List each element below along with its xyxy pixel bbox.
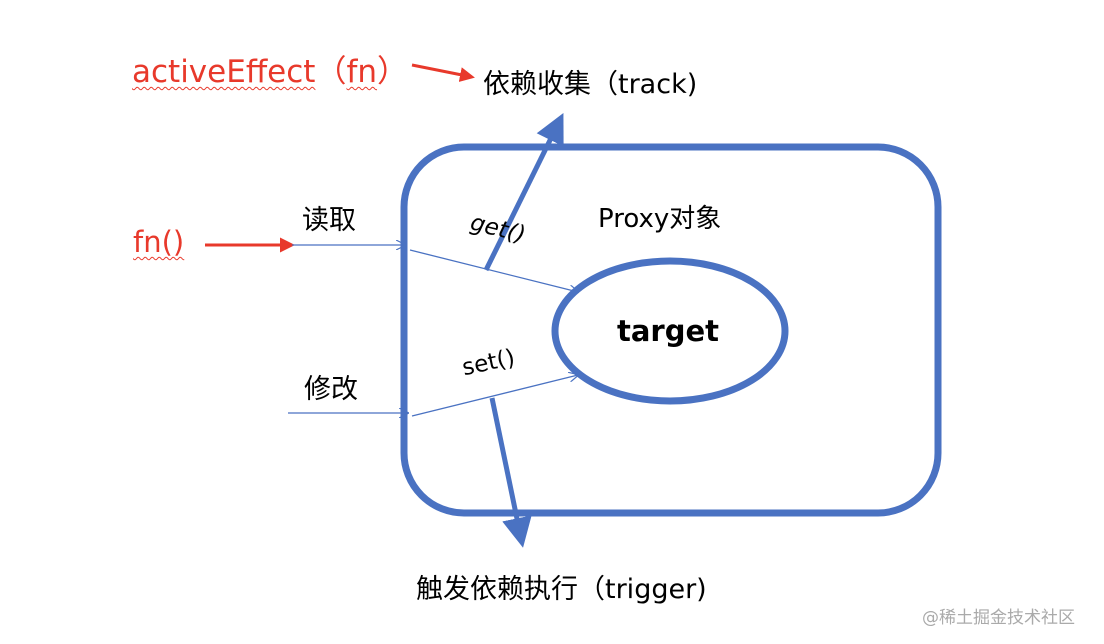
trigger-arrow xyxy=(489,397,532,548)
fn-call-label: fn() xyxy=(133,225,185,259)
track-label: 依赖收集（track) xyxy=(483,69,698,100)
proxy-box xyxy=(400,143,942,517)
active-effect-name: activeEffect xyxy=(132,54,316,90)
target-label: target xyxy=(617,314,720,348)
red-arrow-effect xyxy=(411,63,475,83)
modify-label: 修改 xyxy=(304,374,358,405)
active-effect-arg: fn xyxy=(346,54,378,90)
open-paren: （ xyxy=(315,54,347,90)
proxy-label: Proxy对象 xyxy=(598,204,722,234)
get-arrow xyxy=(409,249,578,292)
watermark: @稀土掘金技术社区 xyxy=(922,608,1075,628)
track-arrow xyxy=(483,113,564,272)
target-ellipse xyxy=(551,257,789,405)
read-label: 读取 xyxy=(302,205,356,236)
close-paren: ） xyxy=(377,54,409,90)
set-arrow xyxy=(411,375,578,417)
trigger-label: 触发依赖执行（trigger) xyxy=(416,574,707,605)
active-effect-label: activeEffect（fn） xyxy=(132,46,408,91)
